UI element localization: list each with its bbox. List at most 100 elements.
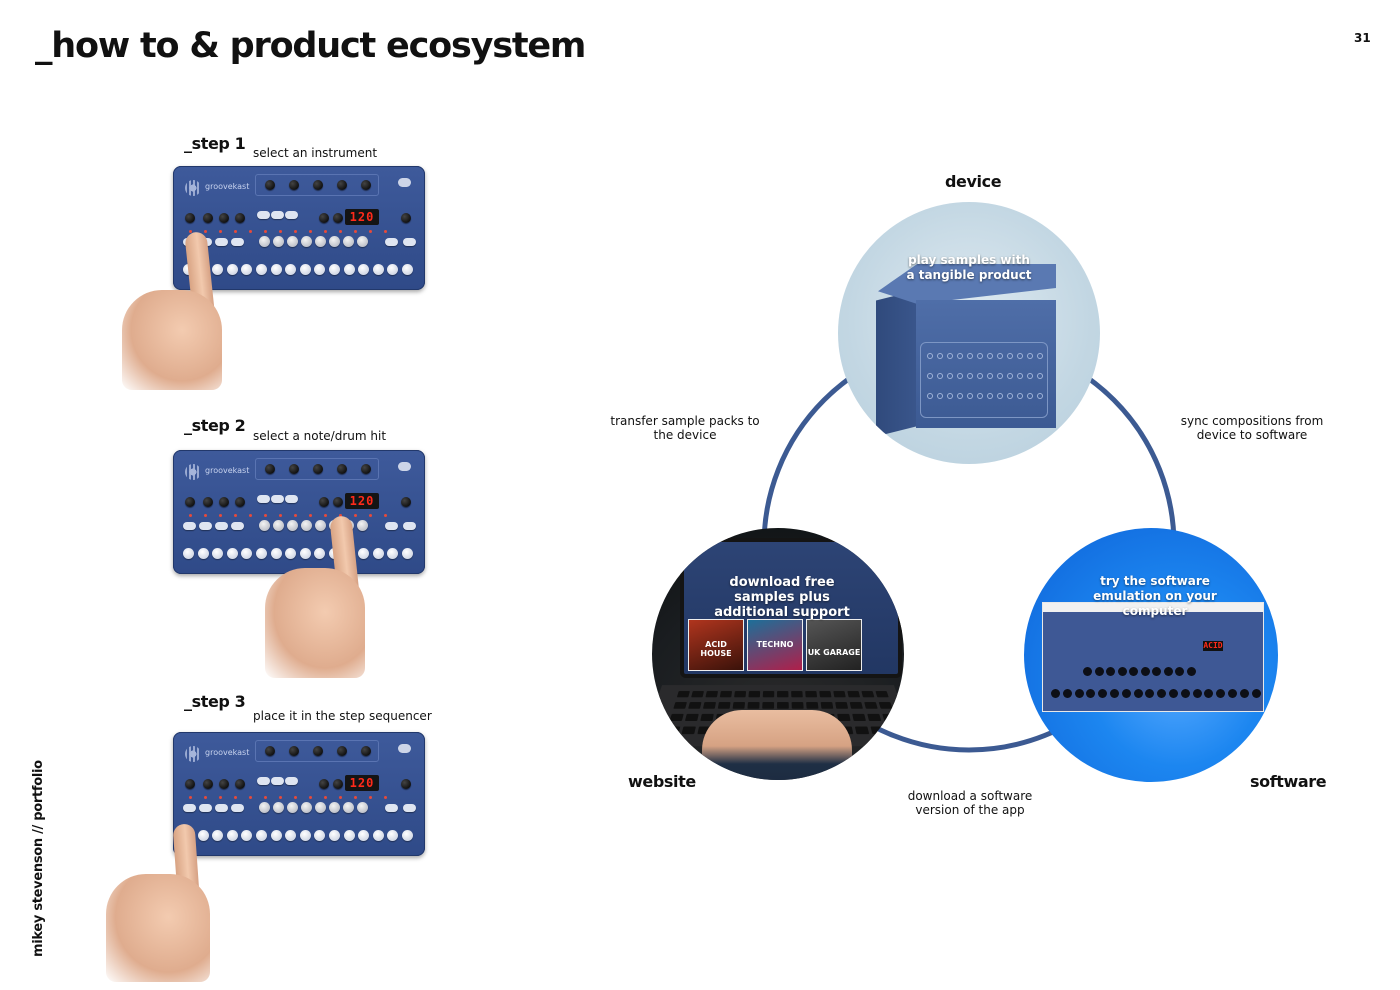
step-led — [324, 514, 327, 517]
step-button — [270, 548, 282, 559]
pad-button — [273, 236, 284, 247]
knob — [289, 180, 299, 190]
knob — [333, 213, 343, 223]
knob — [319, 213, 329, 223]
knob — [361, 180, 371, 190]
pad-button — [301, 802, 312, 813]
step-led — [234, 514, 237, 517]
step-led — [279, 230, 282, 233]
page-title: _how to & product ecosystem — [35, 26, 586, 66]
step-1-caption: select an instrument — [253, 146, 378, 160]
power-button — [398, 462, 411, 471]
groovekast-logo-icon — [185, 464, 201, 480]
step-led — [339, 230, 342, 233]
pad-button — [259, 802, 270, 813]
pad-button — [287, 236, 298, 247]
step-button — [256, 548, 267, 559]
bpm-display: 120 — [345, 493, 379, 509]
knob — [185, 213, 195, 223]
knob — [319, 497, 329, 507]
step-button — [241, 548, 253, 559]
step-button — [212, 548, 224, 559]
function-button — [257, 495, 270, 503]
knob — [313, 464, 323, 474]
step-led — [384, 230, 387, 233]
node-label-device: device — [945, 172, 1002, 191]
step-button — [372, 830, 384, 841]
pad-button — [287, 520, 298, 531]
step-button — [299, 830, 311, 841]
mode-button — [385, 522, 398, 530]
step-led — [189, 514, 192, 517]
pad-button — [259, 236, 270, 247]
step-led — [249, 796, 252, 799]
step-2-heading: _step 2 — [184, 416, 246, 435]
bpm-display: 120 — [345, 775, 379, 791]
pad-button — [301, 520, 312, 531]
software-screenshot-image: ACID try the software emulation on your … — [1024, 528, 1278, 782]
step-button — [402, 830, 413, 841]
knob — [219, 497, 229, 507]
step-led — [204, 796, 207, 799]
knob — [203, 497, 213, 507]
step-led — [234, 230, 237, 233]
step-led — [369, 796, 372, 799]
step-button — [197, 548, 209, 559]
node-label-website: website — [628, 772, 696, 791]
pad-button — [329, 236, 340, 247]
step-led — [324, 796, 327, 799]
mode-button — [403, 522, 416, 530]
step-button — [285, 548, 297, 559]
flow-label-website-device: transfer sample packs to the device — [610, 414, 760, 442]
step-button — [314, 264, 326, 275]
step-button — [372, 264, 384, 275]
knob — [219, 779, 229, 789]
device-overlay-text: play samples with a tangible product — [906, 253, 1032, 282]
step-button — [343, 830, 355, 841]
step-button — [314, 548, 326, 559]
device-brand: groovekast — [205, 748, 250, 757]
pad-button — [287, 802, 298, 813]
pad-button — [357, 802, 368, 813]
step-led — [384, 796, 387, 799]
knob — [235, 497, 245, 507]
knob — [313, 180, 323, 190]
groovekast-logo-icon — [185, 746, 201, 762]
step-led — [189, 796, 192, 799]
power-button — [398, 744, 411, 753]
step-button — [212, 830, 224, 841]
step-led — [294, 514, 297, 517]
software-lcd: ACID — [1203, 641, 1223, 651]
step-button — [285, 264, 297, 275]
pad-button — [301, 236, 312, 247]
function-button — [257, 777, 270, 785]
step-button — [343, 264, 355, 275]
pad-button — [273, 802, 284, 813]
knob — [289, 464, 299, 474]
knob — [203, 779, 213, 789]
step-led — [354, 230, 357, 233]
instrument-button — [215, 804, 228, 812]
step-button — [212, 264, 224, 275]
software-overlay-text: try the software emulation on your compu… — [1093, 574, 1217, 618]
knob — [319, 779, 329, 789]
instrument-button — [183, 522, 196, 530]
step-button — [402, 264, 413, 275]
step-led — [204, 230, 207, 233]
device-brand: groovekast — [205, 182, 250, 191]
knob — [265, 464, 275, 474]
step-button — [256, 830, 267, 841]
knob — [289, 746, 299, 756]
step-button — [226, 548, 238, 559]
step-button — [270, 830, 282, 841]
knob — [333, 497, 343, 507]
step-led — [234, 796, 237, 799]
step-led — [294, 230, 297, 233]
knob — [337, 180, 347, 190]
step-3-heading: _step 3 — [184, 692, 246, 711]
website-thumb-acid-house: ACID HOUSE — [688, 619, 744, 671]
knob — [265, 180, 275, 190]
knob — [337, 464, 347, 474]
